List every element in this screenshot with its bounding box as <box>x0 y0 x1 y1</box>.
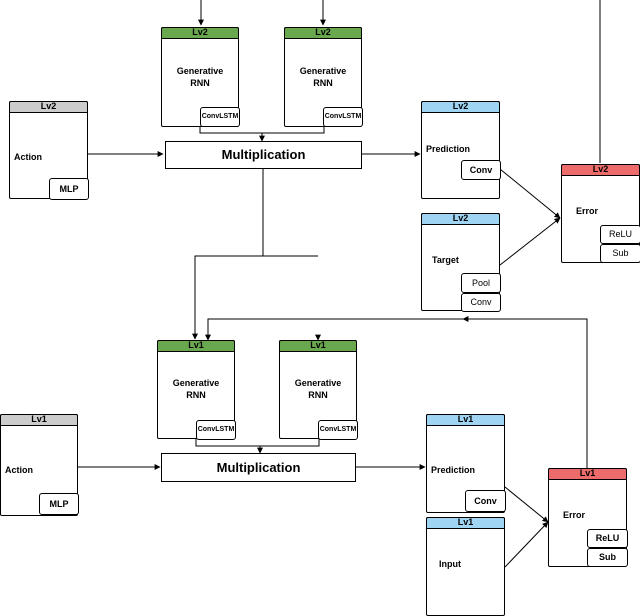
block-title-line2: RNN <box>313 78 333 88</box>
level-header: Lv2 <box>561 164 640 176</box>
block-title: Prediction <box>431 465 476 475</box>
convlstm-module: ConvLSTM <box>196 420 236 440</box>
level-header: Lv2 <box>284 27 362 39</box>
generative-rnn-block-lv1-b: Lv1 Generative RNN ConvLSTM <box>279 340 358 440</box>
level-header: Lv1 <box>426 414 505 426</box>
block-title-line1: Generative <box>294 378 342 388</box>
block-title-line1: Generative <box>172 378 220 388</box>
mlp-module: MLP <box>39 493 79 515</box>
error-block-lv1: Lv1 Error ReLU Sub <box>548 468 628 567</box>
relu-module: ReLU <box>600 225 640 244</box>
block-title-line2: RNN <box>186 390 206 400</box>
sub-module: Sub <box>600 244 640 263</box>
wire-error-feedback-lower <box>205 318 463 341</box>
level-header: Lv2 <box>421 101 500 113</box>
wire-target-to-error-upper <box>499 217 561 266</box>
target-block-lv2: Lv2 Target Pool Conv <box>421 213 501 312</box>
error-block-lv2: Lv2 Error ReLU Sub <box>561 164 640 263</box>
action-block-lv2: Lv2 Action MLP <box>9 101 89 200</box>
multiplication-block-lv2: Multiplication <box>165 141 362 169</box>
multiplication-block-lv1: Multiplication <box>161 453 356 482</box>
level-header: Lv1 <box>0 414 78 426</box>
level-header: Lv1 <box>279 340 357 352</box>
block-title-line1: Generative <box>299 66 347 76</box>
block-title: Prediction <box>426 144 471 154</box>
wire-pred-to-error-upper <box>499 168 561 219</box>
relu-module: ReLU <box>587 529 628 548</box>
generative-rnn-block-lv2-a: Lv2 Generative RNN ConvLSTM <box>161 27 240 127</box>
action-block-lv1: Lv1 Action MLP <box>0 414 79 516</box>
block-title-line2: RNN <box>308 390 328 400</box>
block-title: Action <box>5 465 33 475</box>
convlstm-module: ConvLSTM <box>318 420 358 440</box>
prediction-block-lv2: Lv2 Prediction Conv <box>421 101 501 199</box>
generative-rnn-block-lv2-b: Lv2 Generative RNN ConvLSTM <box>284 27 363 127</box>
wire-mult-down-upper <box>262 169 318 257</box>
wire-pred-to-error-lower <box>504 486 549 523</box>
level-header: Lv2 <box>9 101 88 113</box>
conv-module: Conv <box>465 490 506 512</box>
prediction-block-lv1: Lv1 Prediction Conv <box>426 414 506 513</box>
level-header: Lv1 <box>426 517 505 529</box>
level-header: Lv2 <box>161 27 239 39</box>
pool-module: Pool <box>461 273 501 293</box>
wire-rnn-to-mult-upper <box>199 127 325 134</box>
wire-error-to-target-lower <box>462 316 588 468</box>
conv-module: Conv <box>461 160 501 180</box>
level-header: Lv1 <box>157 340 235 352</box>
sub-module: Sub <box>587 548 628 567</box>
level-header: Lv1 <box>548 468 627 480</box>
block-title: Error <box>563 510 586 520</box>
conv-module: Conv <box>461 293 501 312</box>
block-title: Error <box>576 206 599 216</box>
wire-input-to-error-lower <box>504 521 549 568</box>
block-title-line2: RNN <box>190 78 210 88</box>
convlstm-module: ConvLSTM <box>323 107 363 127</box>
block-title: Input <box>439 559 461 569</box>
wire-rnn-to-mult-lower <box>195 439 320 447</box>
level-header: Lv2 <box>421 213 500 225</box>
convlstm-module: ConvLSTM <box>200 107 240 127</box>
input-block-lv1: Lv1 Input <box>426 517 505 616</box>
mlp-module: MLP <box>49 178 89 200</box>
generative-rnn-block-lv1-a: Lv1 Generative RNN ConvLSTM <box>157 340 236 440</box>
block-title: Action <box>14 152 42 162</box>
block-title: Target <box>432 255 459 265</box>
block-title-line1: Generative <box>176 66 224 76</box>
wire-feedback-down <box>192 255 263 340</box>
